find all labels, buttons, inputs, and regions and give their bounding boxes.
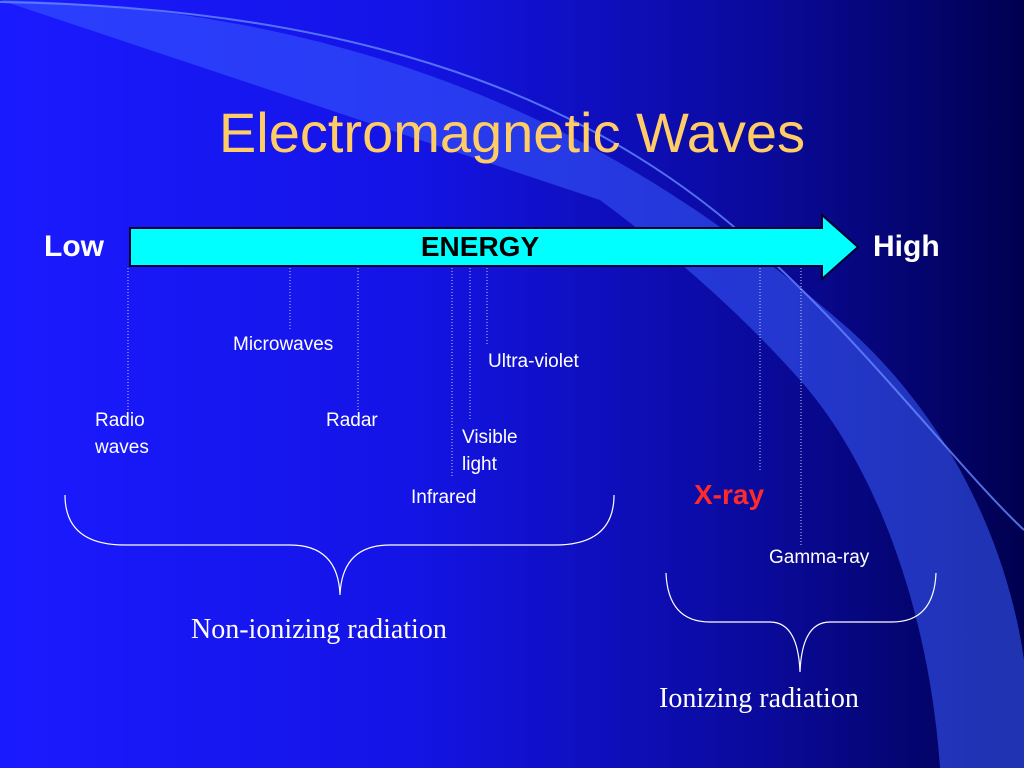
ionizing-label: Ionizing radiation bbox=[659, 683, 859, 714]
gamma-ray-label: Gamma-ray bbox=[769, 547, 870, 568]
visible-light-line-2: light bbox=[462, 454, 497, 475]
radio-waves-line-2: waves bbox=[95, 437, 149, 458]
non-ionizing-brace bbox=[64, 494, 615, 596]
energy-arrow bbox=[129, 212, 860, 282]
ionizing-brace bbox=[665, 572, 937, 673]
slide-title: Electromagnetic Waves bbox=[218, 101, 806, 164]
xray-label: X-ray bbox=[694, 479, 765, 510]
visible-light-line-1: Visible bbox=[462, 427, 518, 448]
ultraviolet-label: Ultra-violet bbox=[488, 351, 579, 372]
visible-light-label: Visible light bbox=[462, 424, 518, 478]
decor-curve-line bbox=[0, 1, 1024, 531]
high-energy-label: High bbox=[873, 230, 940, 263]
low-energy-label: Low bbox=[44, 230, 104, 263]
radar-label: Radar bbox=[326, 410, 378, 431]
non-ionizing-label: Non-ionizing radiation bbox=[191, 614, 447, 645]
radio-waves-line-1: Radio bbox=[95, 410, 145, 431]
microwaves-label: Microwaves bbox=[233, 334, 334, 355]
radio-waves-label: Radio waves bbox=[95, 407, 149, 461]
energy-arrow-label: ENERGY bbox=[420, 231, 540, 262]
infrared-label: Infrared bbox=[411, 487, 477, 508]
